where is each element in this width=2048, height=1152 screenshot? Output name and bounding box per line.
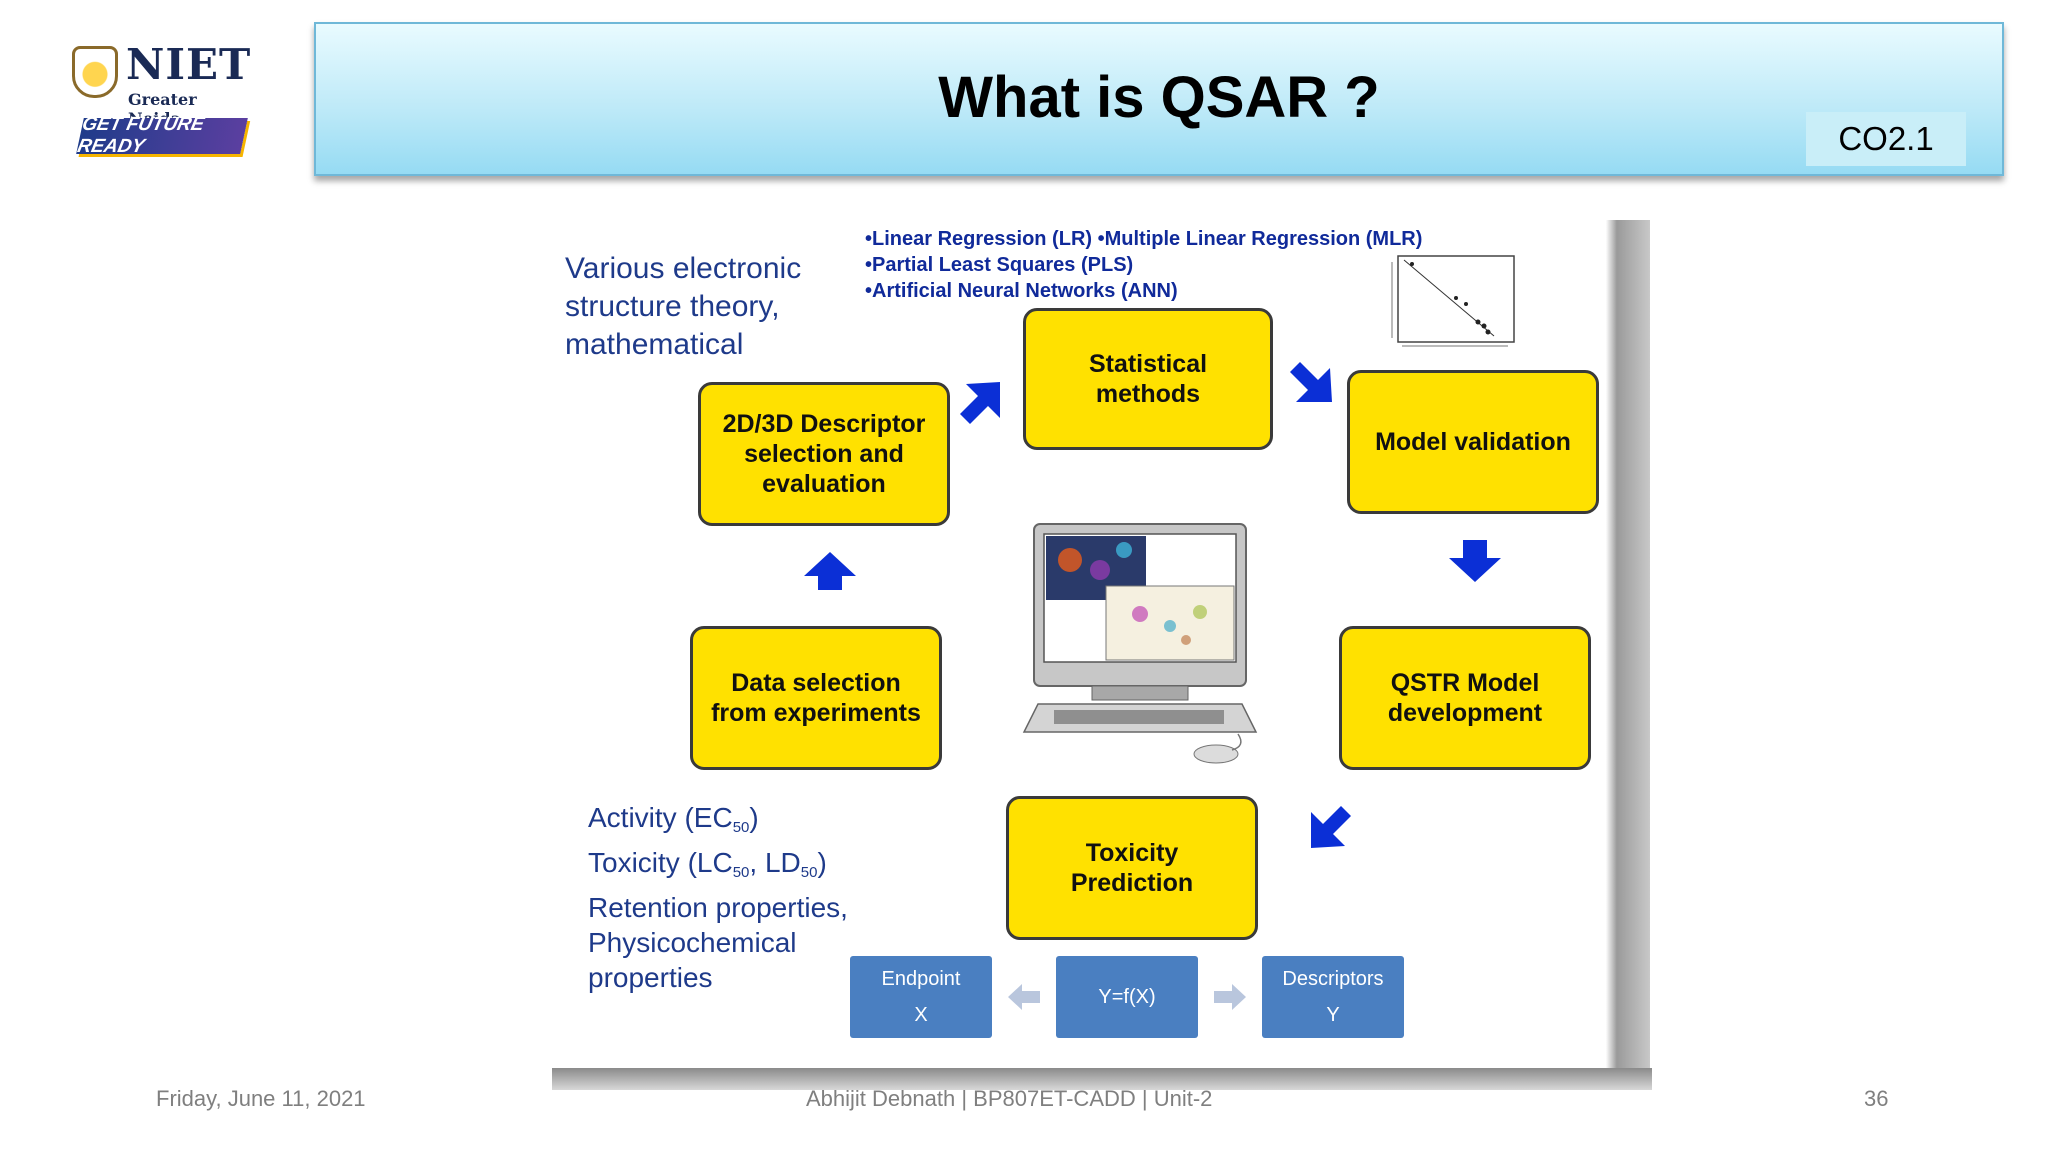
methods-list-item: •Linear Regression (LR) •Multiple Linear… [865, 228, 1423, 250]
title-bar: What is QSAR ? CO2.1 [314, 22, 2004, 176]
arrow-down-right-icon [1290, 362, 1332, 402]
endpoint-physico: Physicochemical [588, 927, 797, 958]
crest-icon [72, 46, 118, 98]
qsar-workflow-diagram: Various electronic structure theory, mat… [540, 220, 1605, 1068]
footer-author-course: Abhijit Debnath | BP807ET-CADD | Unit-2 [806, 1086, 1213, 1111]
methods-list-item: •Partial Least Squares (PLS) [865, 254, 1134, 276]
step-statistical-methods: Statistical methods [1023, 308, 1273, 450]
equation-box: Y=f(X) [1056, 956, 1198, 1038]
descriptors-box: Descriptors Y [1262, 956, 1404, 1038]
theory-note-line: Various electronic [565, 252, 802, 285]
equation-text: Y=f(X) [1098, 986, 1156, 1008]
step-qstr-model: QSTR Model development [1339, 626, 1591, 770]
arrow-up-icon [804, 552, 856, 590]
step-data-selection: Data selection from experiments [690, 626, 942, 770]
step-text: development [1387, 699, 1543, 727]
step-toxicity-prediction: Toxicity Prediction [1006, 796, 1258, 940]
step-text: Prediction [1070, 869, 1194, 897]
diagram-shadow-bottom [552, 1068, 1652, 1090]
step-text: QSTR Model [1390, 669, 1540, 697]
logo-name: NIET [126, 40, 252, 89]
endpoint-retention: Retention properties, [588, 892, 848, 923]
step-descriptor-selection: 2D/3D Descriptor selection and evaluatio… [698, 382, 950, 526]
step-text: from experiments [711, 699, 921, 727]
methods-list: •Linear Regression (LR) •Multiple Linear… [865, 226, 1422, 304]
step-text: Data selection [731, 669, 901, 697]
footer-page-number: 36 [1864, 1086, 1889, 1111]
step-text: Statistical [1088, 350, 1208, 378]
step-text: selection and [744, 440, 904, 468]
endpoint-physico: properties [588, 962, 713, 993]
step-model-validation: Model validation [1347, 370, 1599, 514]
footer-date: Friday, June 11, 2021 [156, 1086, 366, 1111]
methods-list-item: •Artificial Neural Networks (ANN) [865, 280, 1178, 302]
endpoint-box: Endpoint X [850, 956, 992, 1038]
endpoints-note: Activity (EC50) Toxicity (LC50, LD50) Re… [588, 800, 848, 995]
step-text: methods [1095, 380, 1201, 408]
arrow-right-icon [1214, 984, 1246, 1010]
endpoint-box-var: X [914, 1004, 928, 1026]
step-text: evaluation [762, 470, 886, 498]
regression-plot-thumbnail [1391, 255, 1515, 347]
niet-logo: NIET Greater Noida GET FUTURE READY [68, 40, 252, 170]
arrow-down-left-icon [1311, 806, 1351, 848]
descriptors-box-var: Y [1326, 1004, 1340, 1026]
course-outcome-badge: CO2.1 [1806, 112, 1966, 166]
arrow-up-right-icon [960, 382, 1000, 424]
step-text: 2D/3D Descriptor [722, 410, 926, 438]
arrow-down-icon [1449, 540, 1501, 582]
theory-note-line: mathematical [565, 328, 744, 361]
theory-note: Various electronic structure theory, mat… [565, 250, 801, 364]
arrow-left-icon [1008, 984, 1040, 1010]
endpoint-box-label: Endpoint [881, 968, 961, 990]
step-text: Toxicity [1085, 839, 1179, 867]
slide-title: What is QSAR ? [938, 65, 1380, 130]
theory-note-line: structure theory, [565, 290, 780, 323]
step-text: Model validation [1375, 428, 1571, 456]
endpoint-toxicity: Toxicity (LC50, LD50) [588, 847, 827, 881]
logo-tagline: GET FUTURE READY [76, 114, 248, 157]
descriptors-box-label: Descriptors [1282, 968, 1384, 990]
computer-icon [1022, 523, 1258, 764]
endpoint-activity: Activity (EC50) [588, 802, 759, 836]
